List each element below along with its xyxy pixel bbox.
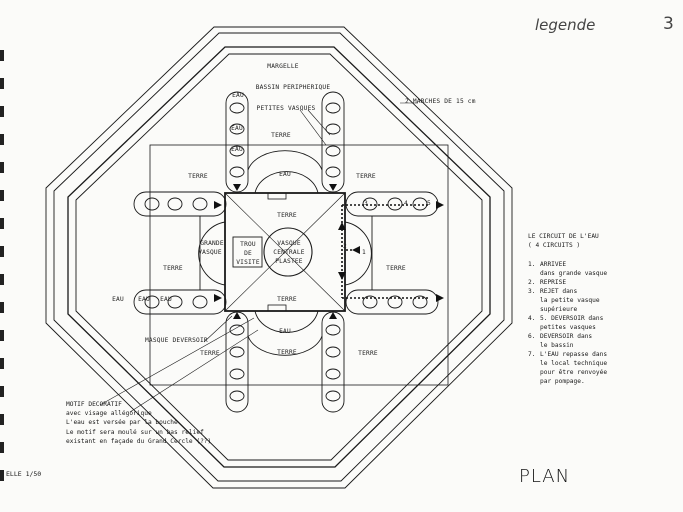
label-eau: EAU xyxy=(279,171,291,178)
circuit-number: 2 xyxy=(343,243,347,250)
label-marches: 2 MARCHES DE 15 cm xyxy=(405,98,476,105)
label-grande-vasque: GRANDE xyxy=(200,240,224,247)
label-trou-de-visite: VISITE xyxy=(236,259,260,266)
arrow-up-icon xyxy=(338,222,346,230)
arrow-right-icon xyxy=(436,201,444,209)
legend-heading-line: LE CIRCUIT DE L'EAU xyxy=(528,233,599,240)
label-terre: TERRE xyxy=(386,265,406,272)
label-terre: TERRE xyxy=(356,173,376,180)
water-circuit-legend: LE CIRCUIT DE L'EAU ( 4 CIRCUITS ) 1.ARR… xyxy=(528,232,668,386)
label-eau: EAU xyxy=(231,146,243,153)
circuit-number: 5 xyxy=(427,200,431,207)
label-trou-de-visite: TROU xyxy=(240,241,256,248)
label-eau: EAU xyxy=(138,296,150,303)
label-terre: TERRE xyxy=(277,212,297,219)
spiral-binding xyxy=(0,50,6,510)
central-plaza xyxy=(149,144,449,386)
label-terre: TERRE xyxy=(358,350,378,357)
label-terre: TERRE xyxy=(271,132,291,139)
vasque-centrale xyxy=(263,227,313,277)
label-terre: TERRE xyxy=(277,349,297,356)
label-eau: EAU xyxy=(231,125,243,132)
trou-de-visite xyxy=(232,236,263,268)
arrow-down-icon xyxy=(329,184,337,191)
legend-heading-line: ( 4 CIRCUITS ) xyxy=(528,242,581,249)
label-eau: EAU xyxy=(279,328,291,335)
circuit-number: 3 xyxy=(364,200,368,207)
label-eau: EAU xyxy=(112,296,124,303)
label-terre: TERRE xyxy=(277,296,297,303)
decorative-motif-note: MOTIF DECORATIF avec visage allégorique … xyxy=(66,401,212,445)
arrow-up-icon xyxy=(233,312,241,319)
label-vasque-centrale: CENTRALE xyxy=(273,249,305,256)
plan-title: PLAN xyxy=(519,466,571,487)
label-petites-vasques: PETITES VASQUES xyxy=(256,105,316,112)
label-vasque-centrale: VASQUE xyxy=(277,240,301,247)
label-eau: EAU xyxy=(160,296,172,303)
arrow-left-icon xyxy=(352,246,360,254)
octagon-3 xyxy=(67,46,491,468)
octagon-4 xyxy=(75,53,483,461)
scale-label: ELLE 1/50 xyxy=(6,470,42,478)
arrow-right-icon xyxy=(214,294,222,302)
label-grande-vasque: VASQUE xyxy=(198,249,222,256)
label-eau: EAU xyxy=(232,92,244,99)
label-trou-de-visite: DE xyxy=(244,250,252,257)
label-masque-deversoir: MASQUE DEVERSOIR xyxy=(145,337,208,344)
arrow-right-icon xyxy=(436,294,444,302)
circuit-number: 4 xyxy=(404,200,408,207)
outer-octagon xyxy=(45,26,513,489)
water-circuit-path xyxy=(341,204,430,299)
label-margelle: MARGELLE xyxy=(267,63,299,70)
circuit-number: 1 xyxy=(362,249,366,256)
page-number: 3 xyxy=(663,14,674,34)
arrow-right-icon xyxy=(214,201,222,209)
label-bassin-peripherique: BASSIN PERIPHERIQUE xyxy=(255,84,331,91)
arrow-up-icon xyxy=(329,312,337,319)
arrow-down-icon xyxy=(338,272,346,280)
octagon-2 xyxy=(53,32,505,482)
label-terre: TERRE xyxy=(200,350,220,357)
arrow-down-icon xyxy=(233,184,241,191)
label-terre: TERRE xyxy=(188,173,208,180)
legend-item: 2.REPRISE xyxy=(528,279,567,286)
label-terre: TERRE xyxy=(163,265,183,272)
legend-heading: legende xyxy=(535,16,596,34)
label-vasque-centrale: PLASTEE xyxy=(275,258,303,265)
